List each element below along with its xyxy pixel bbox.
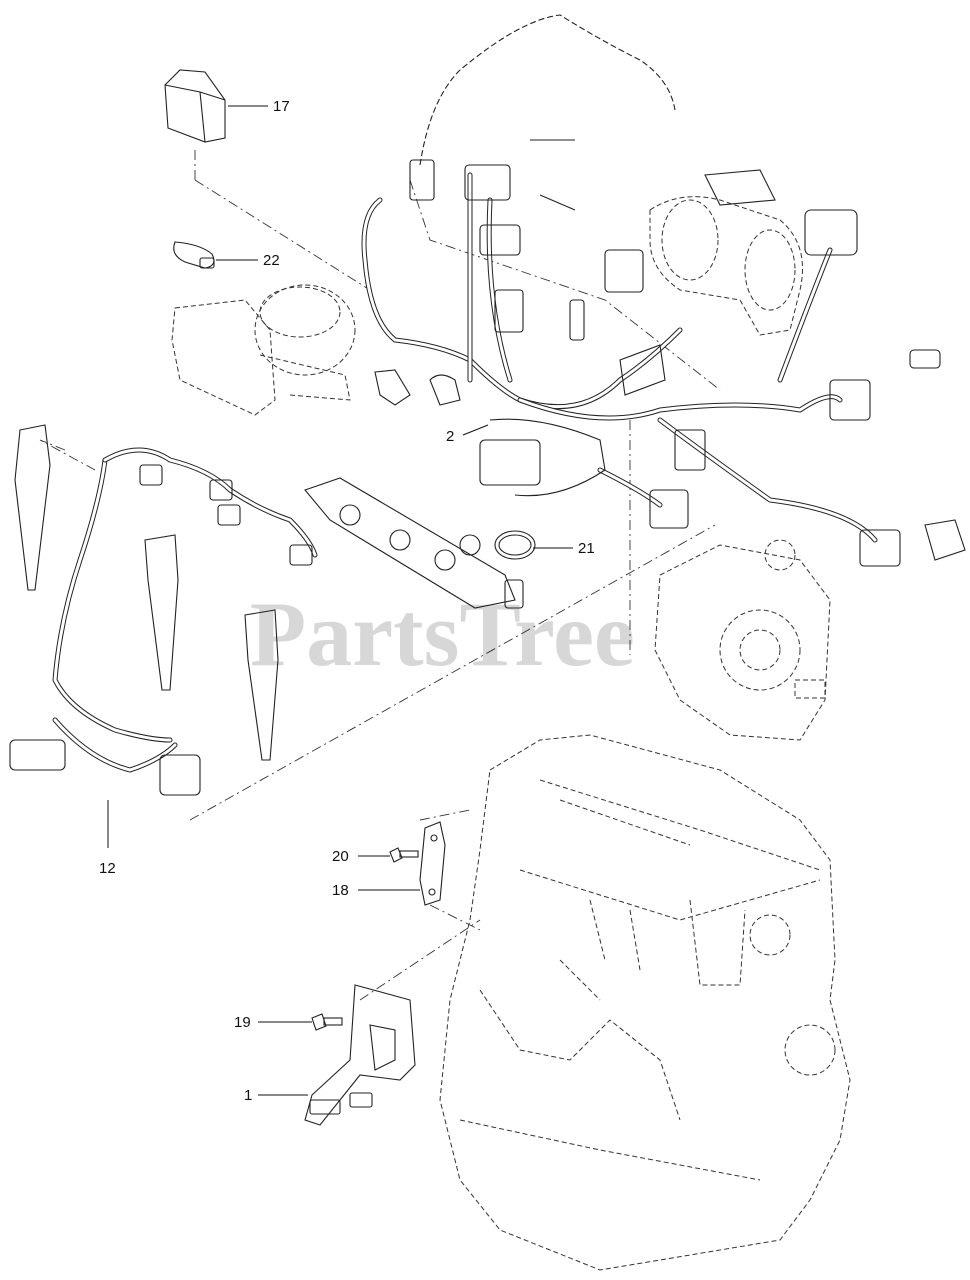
callout-1: 1 [244, 1087, 252, 1104]
fuel-injectors [14, 424, 279, 761]
part-17-cover [164, 69, 226, 143]
fuel-rail [304, 477, 524, 609]
alignment-lines [39, 150, 721, 1001]
egr-valve [649, 169, 803, 336]
part-1-bracket [304, 984, 416, 1126]
part-21-clamp [494, 530, 536, 560]
callout-18: 18 [332, 882, 349, 899]
engine-block [439, 734, 851, 1271]
callout-20: 20 [332, 848, 349, 865]
part-18-bracket [419, 821, 446, 906]
part-20-bolt [389, 847, 419, 863]
throttle-body [171, 284, 356, 416]
callout-12: 12 [99, 860, 116, 877]
part-19-bolt [311, 1013, 343, 1031]
part-12-injector-harness [9, 447, 318, 796]
callout-22: 22 [263, 252, 280, 269]
leader-lines [107, 105, 573, 1096]
callout-2: 2 [446, 428, 454, 445]
watermark-text: PartsTree [250, 583, 635, 685]
part-22-clip [173, 241, 215, 269]
high-pressure-pump [654, 539, 831, 741]
part-2-wiring-harness [361, 14, 966, 567]
callout-21: 21 [578, 540, 595, 557]
callout-labels: 17 22 2 21 12 20 18 19 1 [99, 98, 595, 1104]
callout-19: 19 [234, 1014, 251, 1031]
callout-17: 17 [273, 98, 290, 115]
